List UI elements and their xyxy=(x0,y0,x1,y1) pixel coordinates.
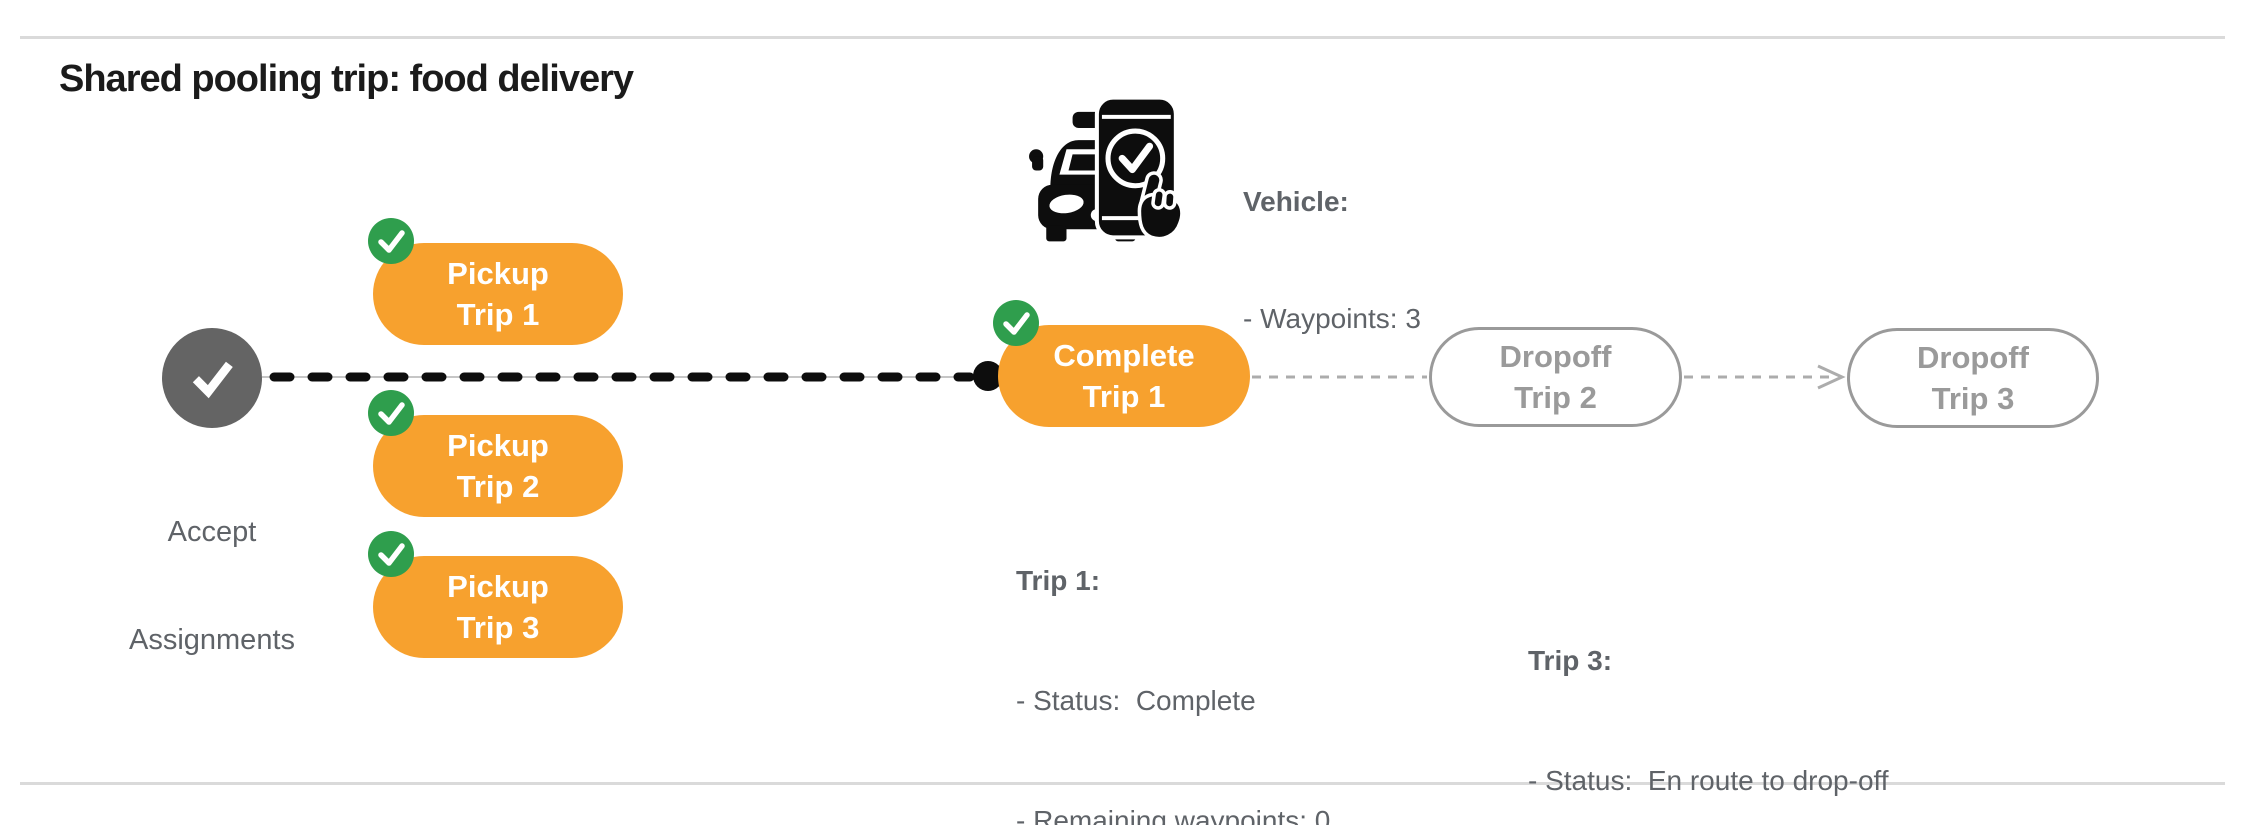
trip1-header: Trip 1: xyxy=(1016,565,1101,596)
pickup-trip-3-node: Pickup Trip 3 xyxy=(373,556,623,658)
check-badge-icon xyxy=(368,218,414,264)
trip3-header: Trip 3: xyxy=(1528,645,1613,676)
pickup-trip-1-node: Pickup Trip 1 xyxy=(373,243,623,345)
dropoff-trip-2-node: Dropoff Trip 2 xyxy=(1429,327,1682,427)
accept-assignments-node xyxy=(162,328,262,428)
trip-status-left: Trip 1: - Status: Complete - Remaining w… xyxy=(1016,481,1377,825)
dropoff-trip-3-node: Dropoff Trip 3 xyxy=(1847,328,2099,428)
check-badge-icon xyxy=(368,531,414,577)
trip-status-right: Trip 3: - Status: En route to drop-off -… xyxy=(1528,561,1889,825)
bottom-divider xyxy=(20,782,2225,785)
top-divider xyxy=(20,36,2225,39)
vehicle-label: Vehicle: xyxy=(1243,186,1349,217)
pickup-trip-2-node: Pickup Trip 2 xyxy=(373,415,623,517)
vehicle-waypoints: - Waypoints: 3 xyxy=(1243,303,1421,334)
car-phone-check-icon xyxy=(1026,90,1188,250)
vehicle-info: Vehicle: - Waypoints: 3 xyxy=(1243,104,1421,416)
accept-assignments-label: Accept Assignments xyxy=(128,516,295,656)
trip1-status: - Status: Complete xyxy=(1016,685,1256,716)
page-title: Shared pooling trip: food delivery xyxy=(59,58,634,100)
complete-trip-1-node: Complete Trip 1 xyxy=(998,325,1250,427)
check-icon xyxy=(192,361,233,399)
check-badge-icon xyxy=(993,300,1039,346)
arrowhead-icon xyxy=(1817,364,1846,390)
trip3-status: - Status: En route to drop-off xyxy=(1528,765,1889,796)
check-badge-icon xyxy=(368,390,414,436)
trip1-waypoints: - Remaining waypoints: 0 xyxy=(1016,805,1331,825)
